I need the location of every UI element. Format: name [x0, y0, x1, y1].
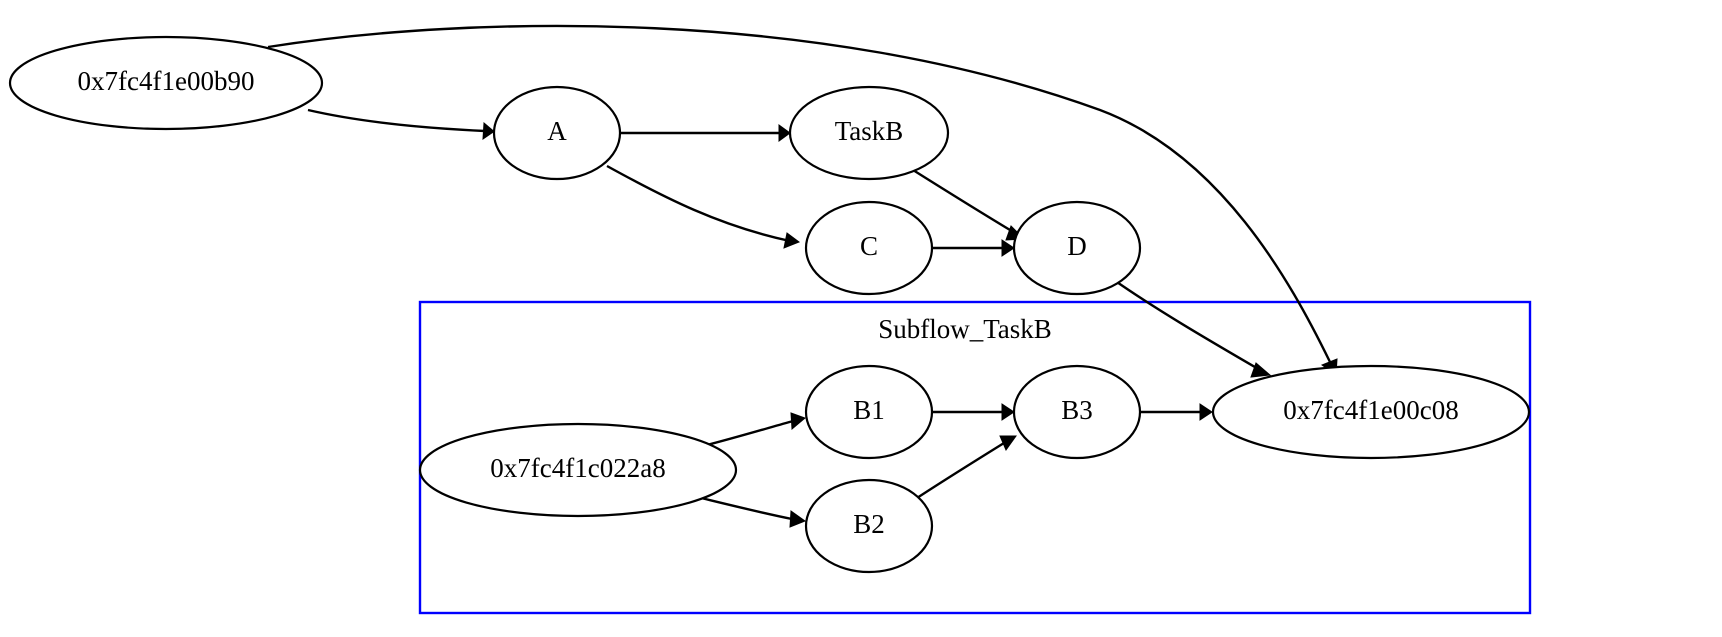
node-a[interactable]: A [492, 85, 622, 181]
edge-subflowstart-to-b2[interactable] [696, 495, 807, 528]
edge-arrowhead [1001, 239, 1015, 257]
node-shape [804, 478, 934, 574]
node-end[interactable]: 0x7fc4f1e00c08 [1211, 364, 1531, 460]
edge-start-to-a[interactable] [307, 108, 495, 140]
node-label: B3 [1061, 395, 1093, 425]
cluster-border-rect [418, 300, 1532, 615]
edge-subflowstart-to-b1[interactable] [706, 412, 806, 447]
node-c[interactable]: C [804, 200, 934, 296]
edge-start-to-end[interactable] [267, 24, 1338, 376]
node-label: 0x7fc4f1e00b90 [78, 66, 255, 96]
node-label: B2 [853, 509, 885, 539]
node-label: C [860, 231, 878, 261]
node-shape [418, 422, 738, 518]
edge-arrowhead [1199, 403, 1213, 421]
edge-line [267, 24, 1332, 363]
node-start[interactable]: 0x7fc4f1e00b90 [8, 35, 324, 131]
edge-b3-to-end[interactable] [1141, 403, 1213, 421]
edge-layer [267, 24, 1338, 528]
edge-b2-to-b3[interactable] [916, 435, 1017, 500]
edge-arrowhead [482, 121, 495, 140]
edge-b1-to-b3[interactable] [933, 403, 1015, 421]
edge-arrowhead [789, 510, 807, 528]
node-label: B1 [853, 395, 885, 425]
edge-line [696, 495, 793, 521]
edge-arrowhead [1001, 403, 1015, 421]
node-shape [788, 85, 950, 181]
node-b1[interactable]: B1 [804, 364, 934, 460]
node-shape [804, 364, 934, 460]
edge-line [307, 108, 486, 133]
edge-line [916, 441, 1005, 500]
node-subflow-start[interactable]: 0x7fc4f1c022a8 [418, 422, 738, 518]
edge-arrowhead [783, 232, 801, 249]
edge-arrowhead [778, 124, 791, 142]
edge-line [912, 168, 1016, 235]
cluster-subflow-taskb[interactable]: Subflow_TaskB [418, 300, 1532, 615]
edge-a-to-c[interactable] [606, 164, 801, 249]
edge-taskb-to-d[interactable] [912, 168, 1026, 241]
node-shape [1012, 200, 1142, 296]
edge-line [1113, 279, 1261, 372]
edge-d-to-end[interactable] [1113, 279, 1272, 378]
node-b3[interactable]: B3 [1012, 364, 1142, 460]
edge-c-to-d[interactable] [933, 239, 1015, 257]
cluster-label: Subflow_TaskB [878, 314, 1052, 344]
node-d[interactable]: D [1012, 200, 1142, 296]
node-shape [1211, 364, 1531, 460]
node-shape [1012, 364, 1142, 460]
node-b2[interactable]: B2 [804, 478, 934, 574]
node-label: 0x7fc4f1e00c08 [1283, 395, 1458, 425]
node-shape [8, 35, 324, 131]
edge-line [606, 164, 791, 243]
edge-arrowhead [1250, 362, 1272, 378]
node-label: TaskB [835, 116, 904, 146]
edge-arrowhead [790, 412, 806, 431]
node-shape [804, 200, 934, 296]
edge-arrowhead [999, 435, 1017, 452]
node-label: D [1067, 231, 1087, 261]
node-layer: 0x7fc4f1e00b90 A TaskB C D B1 [8, 35, 1531, 574]
node-label: A [547, 116, 567, 146]
node-label: 0x7fc4f1c022a8 [490, 453, 665, 483]
node-taskb[interactable]: TaskB [788, 85, 950, 181]
edge-a-to-taskb[interactable] [621, 124, 791, 142]
node-shape [492, 85, 622, 181]
edge-line [706, 419, 794, 447]
